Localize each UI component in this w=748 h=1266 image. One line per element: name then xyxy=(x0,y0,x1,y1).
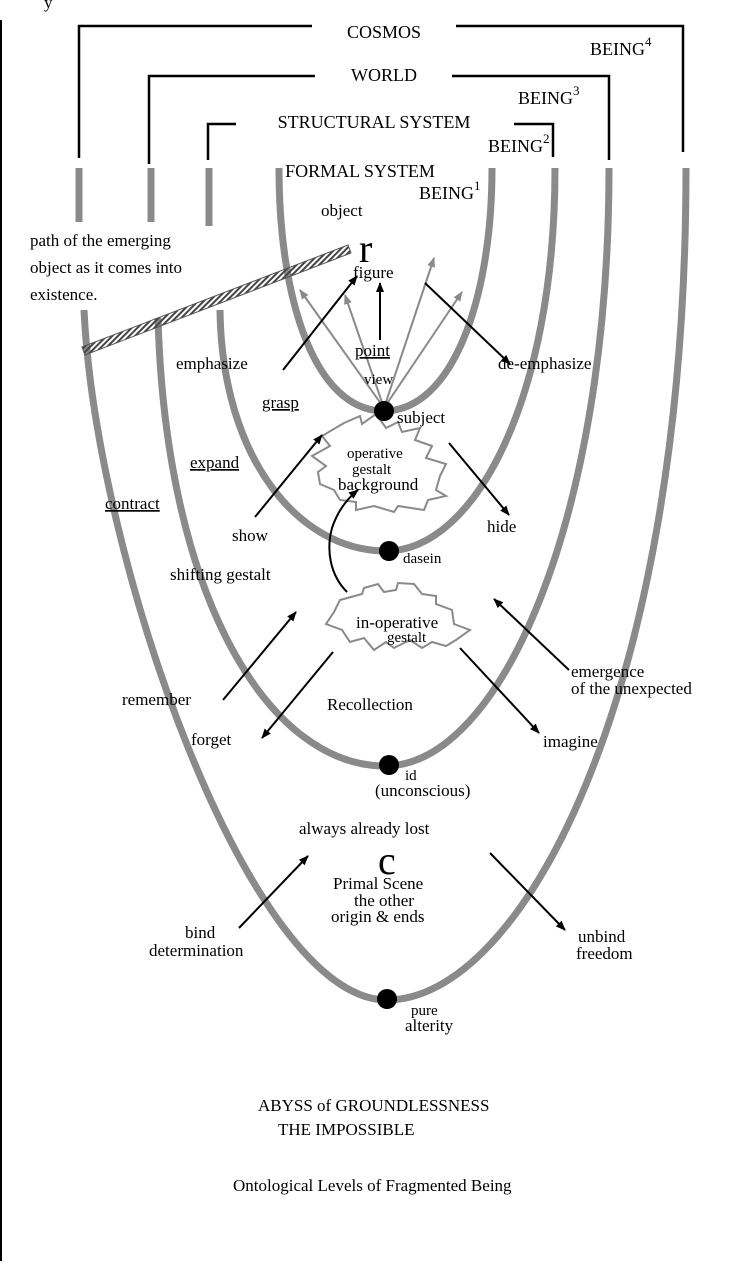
c-label: c xyxy=(378,838,396,883)
shifting-gestalt-label: shifting gestalt xyxy=(170,565,271,584)
emerging-object-path xyxy=(81,244,352,356)
being-3-label: BEING3 xyxy=(518,83,580,108)
being-1-label: BEING1 xyxy=(419,178,481,203)
level-cosmos: COSMOS xyxy=(347,22,421,42)
unbind-label: unbind xyxy=(578,927,626,946)
emergence-label-2: of the unexpected xyxy=(571,679,692,698)
emphasize-arrow xyxy=(282,275,358,371)
r-label: r xyxy=(359,226,372,271)
de-emphasize-arrow xyxy=(424,282,511,365)
world-bracket-left xyxy=(147,74,315,164)
structural-bracket-left xyxy=(206,122,236,160)
operative-label-2: gestalt xyxy=(352,462,392,478)
abyss-label: ABYSS of GROUNDLESSNESS xyxy=(258,1096,489,1115)
path-label-line1: path of the emerging xyxy=(30,231,171,250)
de-emphasize-label: de-emphasize xyxy=(498,354,591,373)
world-bracket-right xyxy=(452,74,611,160)
hide-arrow xyxy=(448,442,510,516)
pure-label: pure xyxy=(411,1003,438,1019)
level-world: WORLD xyxy=(351,65,417,85)
shifting-gestalt-arrow xyxy=(328,489,359,593)
forget-label: forget xyxy=(191,730,232,749)
header-caption: y xyxy=(44,0,53,12)
show-label: show xyxy=(232,526,269,545)
operative-label-3: background xyxy=(338,475,419,494)
level-brackets xyxy=(77,24,685,164)
path-label-line3: existence. xyxy=(30,285,98,304)
cosmos-bracket-left xyxy=(77,24,312,158)
inoperative-label-2: gestalt xyxy=(387,630,427,646)
view-ray-2 xyxy=(344,294,385,409)
view-ray-4 xyxy=(383,291,463,409)
remember-arrow xyxy=(222,611,297,701)
view-ray-1 xyxy=(299,289,385,409)
id-node xyxy=(379,755,399,775)
imagine-arrow xyxy=(459,647,540,734)
emergence-arrow xyxy=(493,598,570,671)
being-4-label: BEING4 xyxy=(590,34,652,59)
inoperative-gestalt-cloud xyxy=(324,581,473,652)
subject-node xyxy=(374,401,394,421)
being-2-label: BEING2 xyxy=(488,131,550,156)
contract-label: contract xyxy=(105,494,160,513)
recollection-label: Recollection xyxy=(327,695,413,714)
unconscious-label: (unconscious) xyxy=(375,781,470,800)
operative-gestalt-cloud xyxy=(310,412,449,514)
grasp-label: grasp xyxy=(262,393,299,412)
primal-label-2: the other xyxy=(354,891,414,910)
structural-bracket-right xyxy=(514,122,555,157)
path-label-line2: object as it comes into xyxy=(30,258,182,277)
level-nodes xyxy=(374,401,399,1009)
show-arrow xyxy=(254,434,323,518)
bind-arrow xyxy=(238,855,309,929)
remember-label: remember xyxy=(122,690,191,709)
caption-label: Ontological Levels of Fragmented Being xyxy=(233,1176,512,1195)
id-label: id xyxy=(405,768,417,784)
figure-label: figure xyxy=(353,263,394,282)
subject-label: subject xyxy=(397,408,445,427)
primal-label-1: Primal Scene xyxy=(333,874,423,893)
emergence-label-1: emergence xyxy=(571,662,644,681)
expand-label: expand xyxy=(190,453,240,472)
dasein-node xyxy=(379,541,399,561)
primal-label-3: origin & ends xyxy=(331,907,425,926)
object-label: object xyxy=(321,201,363,220)
emphasize-label: emphasize xyxy=(176,354,248,373)
freedom-label: freedom xyxy=(576,944,633,963)
view-label: view xyxy=(364,372,393,388)
bind-label: bind xyxy=(185,923,216,942)
imagine-label: imagine xyxy=(543,732,598,751)
level-structural-system: STRUCTURAL SYSTEM xyxy=(278,112,471,132)
always-lost-label: always already lost xyxy=(299,819,430,838)
determination-label: determination xyxy=(149,941,244,960)
point-label: point xyxy=(355,341,390,360)
pure-alterity-node xyxy=(377,989,397,1009)
level-formal-system: FORMAL SYSTEM xyxy=(285,161,435,181)
alterity-label: alterity xyxy=(405,1016,454,1035)
impossible-label: THE IMPOSSIBLE xyxy=(278,1120,414,1139)
operative-label-1: operative xyxy=(347,446,403,462)
forget-arrow xyxy=(261,651,334,739)
inoperative-label-1: in-operative xyxy=(356,613,438,632)
dasein-label: dasein xyxy=(403,551,442,567)
cosmos-bracket-right xyxy=(456,24,685,152)
hide-label: hide xyxy=(487,517,516,536)
unbind-arrow xyxy=(489,852,566,931)
action-arrows xyxy=(222,275,570,931)
